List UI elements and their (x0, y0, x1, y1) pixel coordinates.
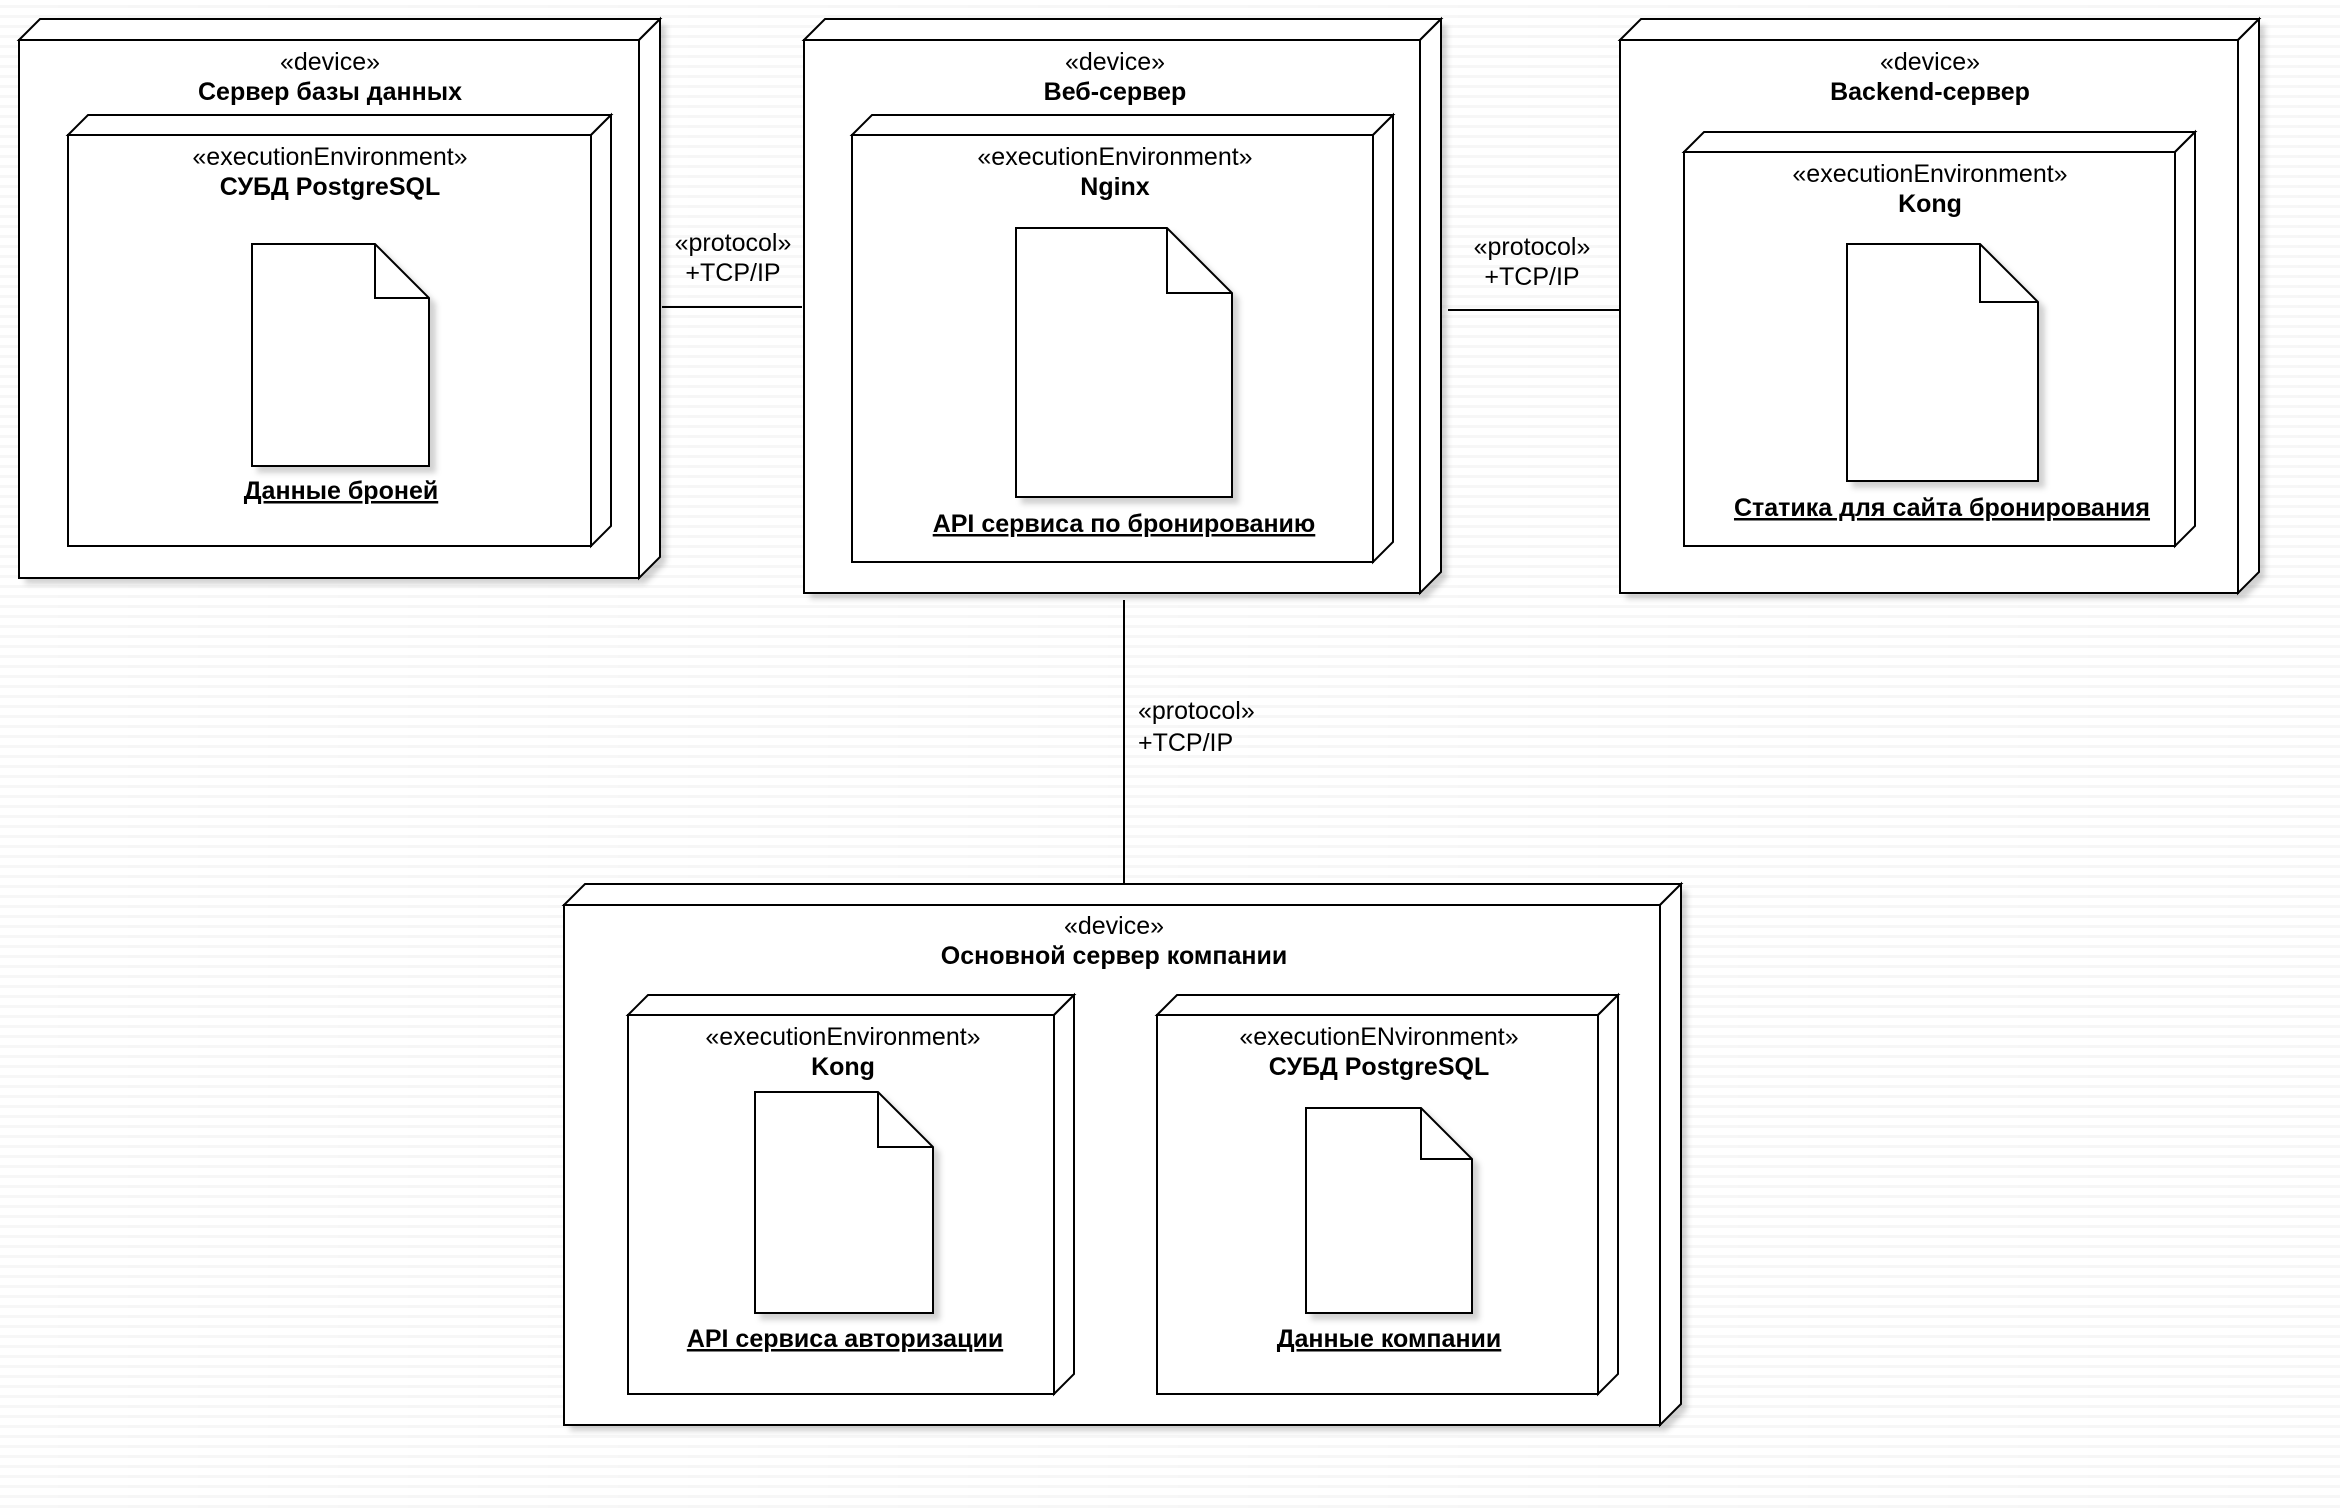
execution-environment-postgresql[interactable]: «executionEnvironment» СУБД PostgreSQL Д… (65, 112, 614, 549)
device-name: Основной сервер компании (941, 942, 1287, 970)
device-stereotype: «device» (1064, 912, 1164, 940)
connection-web-backend[interactable]: «protocol» +TCP/IP (1448, 233, 1620, 311)
device-name: Веб-сервер (1044, 78, 1187, 106)
environment-name: СУБД PostgreSQL (220, 173, 440, 201)
device-main-server[interactable]: «device» Основной сервер компании «execu… (561, 881, 1684, 1428)
artifact-label[interactable]: Данные компании (1277, 1325, 1502, 1353)
environment-stereotype: «executionEnvironment» (977, 143, 1252, 171)
environment-name: Kong (811, 1053, 875, 1081)
execution-environment-nginx[interactable]: «executionEnvironment» Nginx API сервиса… (849, 112, 1396, 565)
connection-label: +TCP/IP (1484, 263, 1579, 291)
device-web-server[interactable]: «device» Веб-сервер «executionEnvironmen… (801, 16, 1444, 596)
execution-environment-kong[interactable]: «executionEnvironment» Kong Статика для … (1681, 129, 2198, 549)
artifact-label[interactable]: API сервиса по бронированию (933, 510, 1316, 538)
connection-label: +TCP/IP (685, 259, 780, 287)
artifact-document-icon (1846, 243, 2039, 482)
execution-environment-postgresql-main[interactable]: «executionENvironment» СУБД PostgreSQL Д… (1154, 992, 1621, 1397)
connection-stereotype: «protocol» (1474, 233, 1591, 261)
environment-name: СУБД PostgreSQL (1269, 1053, 1489, 1081)
artifact-document-icon (754, 1091, 934, 1314)
device-stereotype: «device» (1065, 48, 1165, 76)
connection-label: +TCP/IP (1138, 729, 1233, 757)
environment-stereotype: «executionEnvironment» (1792, 160, 2067, 188)
device-stereotype: «device» (280, 48, 380, 76)
environment-stereotype: «executionEnvironment» (192, 143, 467, 171)
artifact-label[interactable]: Статика для сайта бронирования (1734, 494, 2150, 522)
connection-stereotype: «protocol» (675, 229, 792, 257)
environment-stereotype: «executionENvironment» (1239, 1023, 1518, 1051)
device-backend-server[interactable]: «device» Backend-сервер «executionEnviro… (1617, 16, 2262, 596)
connection-web-main[interactable]: «protocol» +TCP/IP (1123, 600, 1255, 883)
artifact-document-icon (1015, 227, 1233, 498)
connection-stereotype: «protocol» (1138, 697, 1255, 725)
artifact-document-icon (1305, 1107, 1473, 1314)
artifact-label[interactable]: Данные броней (244, 477, 438, 505)
device-db-server[interactable]: «device» Сервер базы данных «executionEn… (16, 16, 663, 581)
device-stereotype: «device» (1880, 48, 1980, 76)
connection-db-web[interactable]: «protocol» +TCP/IP (662, 229, 802, 308)
environment-stereotype: «executionEnvironment» (705, 1023, 980, 1051)
device-name: Сервер базы данных (198, 78, 462, 106)
execution-environment-kong-main[interactable]: «executionEnvironment» Kong API сервиса … (625, 992, 1077, 1397)
environment-name: Kong (1898, 190, 1962, 218)
device-name: Backend-сервер (1830, 78, 2030, 106)
artifact-label[interactable]: API сервиса авторизации (687, 1325, 1003, 1353)
artifact-document-icon (251, 243, 430, 467)
environment-name: Nginx (1080, 173, 1150, 201)
